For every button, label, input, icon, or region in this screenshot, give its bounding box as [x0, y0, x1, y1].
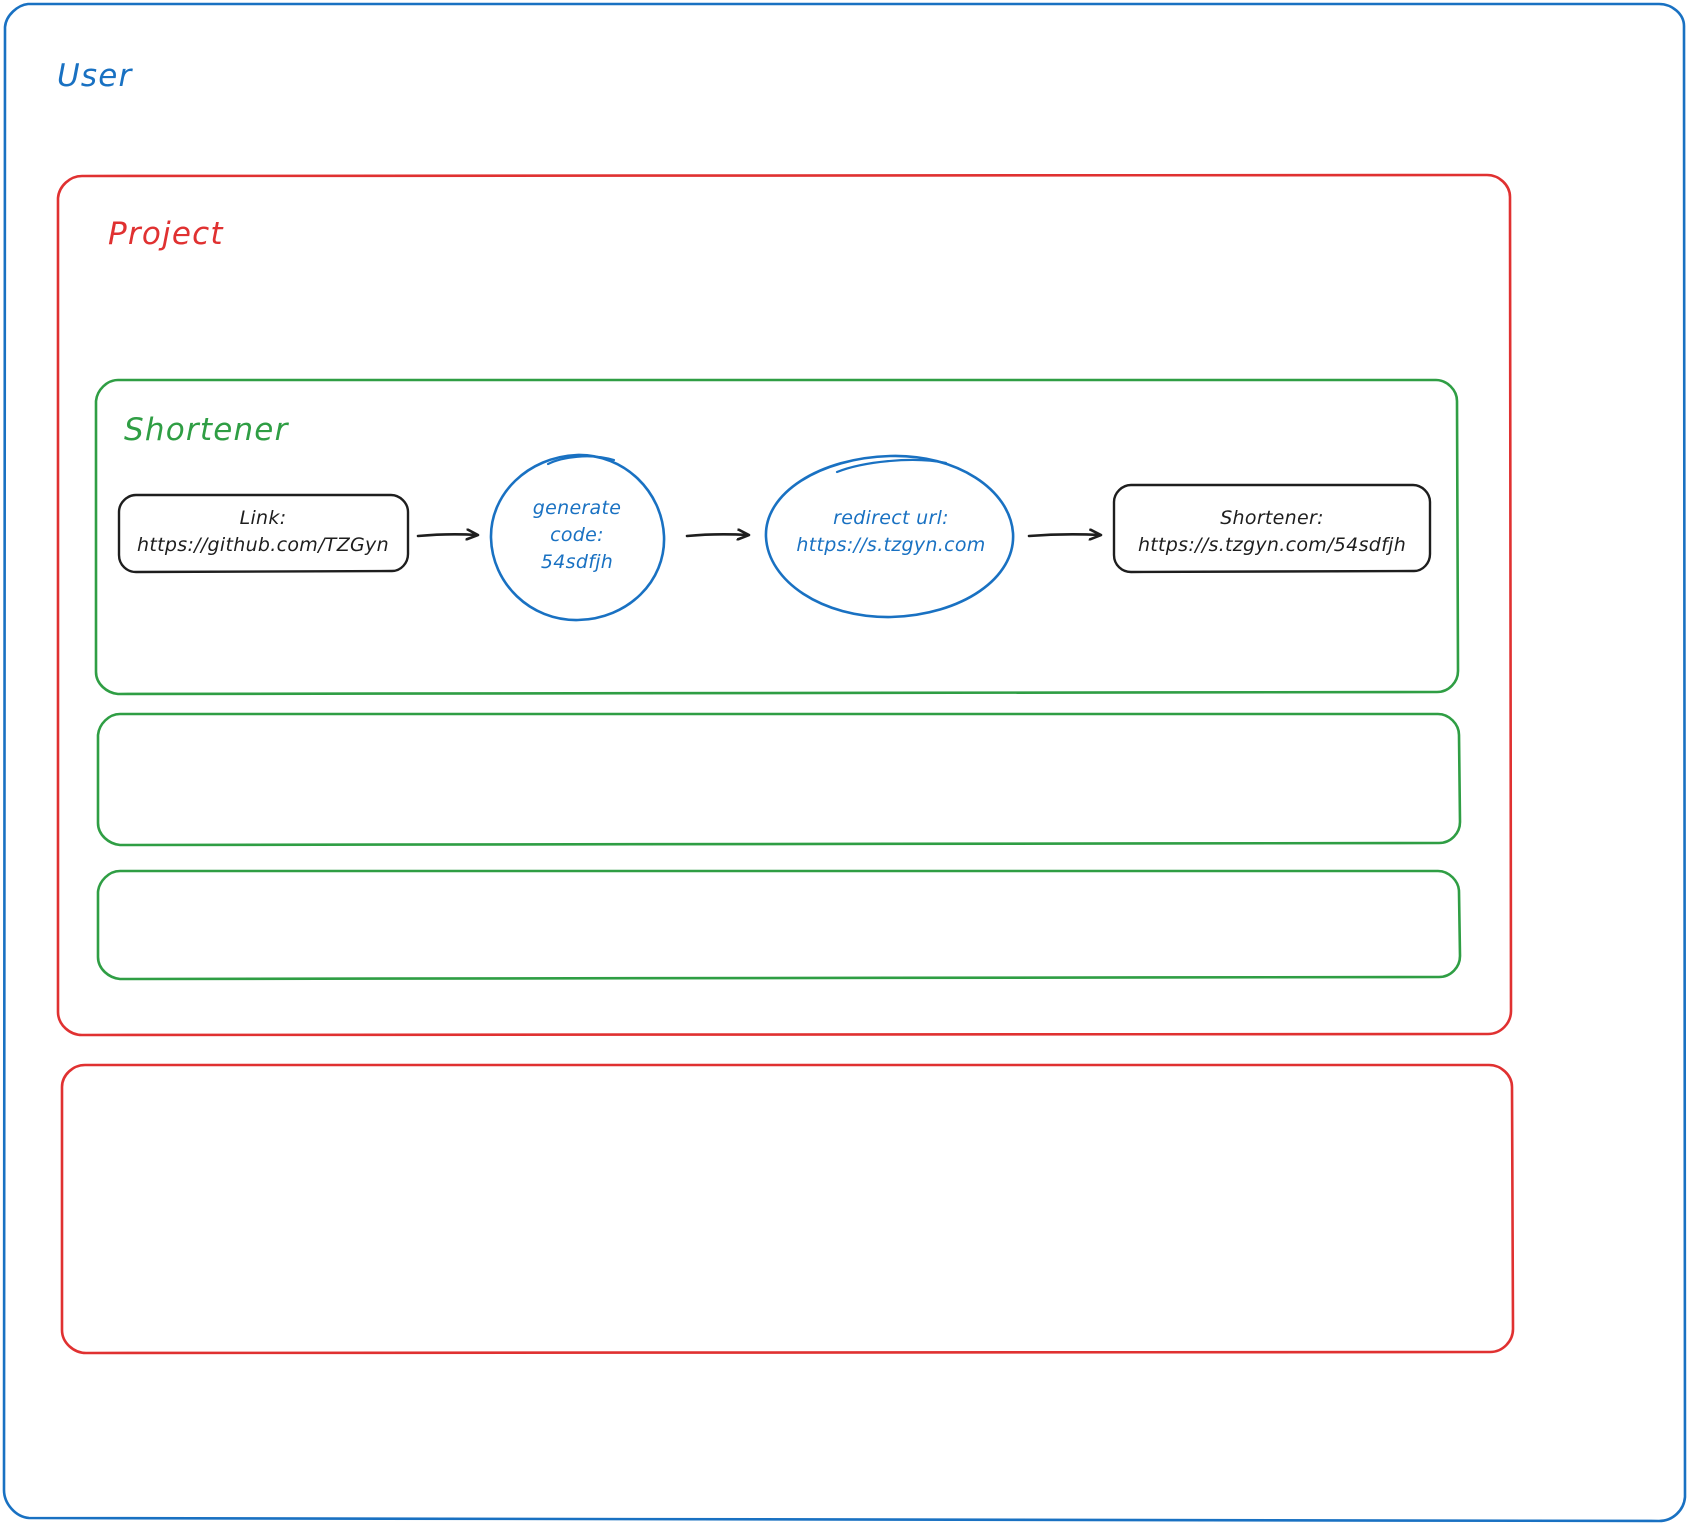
- node-generate-code-shape[interactable]: [489, 453, 666, 622]
- arrow-link-to-generate: [416, 534, 477, 536]
- group-project-frame[interactable]: [56, 173, 1513, 1037]
- group-shortener-frame[interactable]: [94, 378, 1460, 696]
- arrow-generate-to-redirect: [685, 534, 748, 536]
- group-project-empty-frame[interactable]: [60, 1063, 1515, 1355]
- arrow-redirect-to-result: [1027, 534, 1100, 536]
- node-shortener-result-shape[interactable]: [1112, 483, 1432, 574]
- group-label-project: Project: [108, 216, 224, 252]
- group-label-shortener: Shortener: [124, 412, 289, 448]
- group-shortener-empty-2-frame[interactable]: [96, 869, 1462, 981]
- group-shortener-empty-1-frame[interactable]: [96, 712, 1462, 847]
- node-redirect-url-shape[interactable]: [764, 454, 1015, 619]
- node-link-shape[interactable]: [117, 493, 410, 574]
- group-label-user: User: [57, 58, 133, 94]
